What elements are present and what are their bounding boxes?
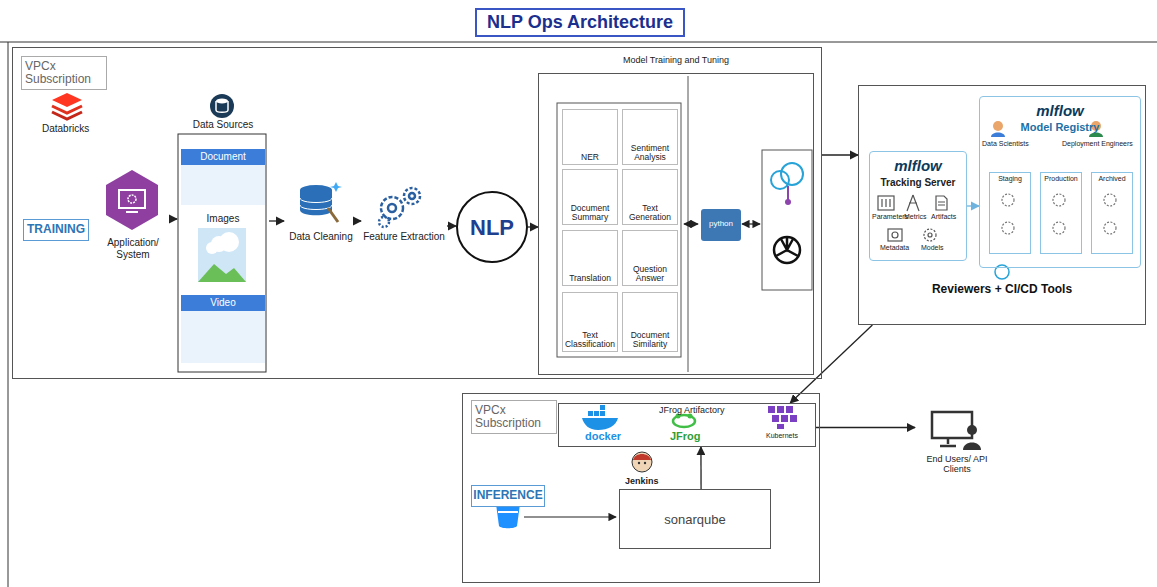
node-text: VPCx Subscription [21, 56, 107, 90]
node-text: Data Sources [177, 119, 269, 131]
process-box: Text Generation [622, 169, 678, 225]
process-box: End Users/ API Clients [915, 408, 999, 483]
node-text: Production [1041, 175, 1081, 183]
node-text: Images [181, 213, 265, 225]
icon-caption: Data Scientists [982, 140, 1029, 148]
process-box: mlflowModel RegistryStaging Production Arc… [979, 96, 1141, 268]
node-text: VPCx Subscription [471, 400, 557, 434]
icon-caption: Metrics [904, 213, 927, 221]
gears-icon [379, 188, 420, 227]
tag-box: TRAINING [23, 219, 89, 241]
node-text: Tracking Server [870, 177, 966, 189]
node-text: Model Registry [980, 121, 1140, 134]
node-text: Document [181, 149, 265, 165]
node-text: python [701, 219, 741, 228]
region-box: VPCx SubscriptionINFERENCE JFrog Artifact… [462, 393, 820, 583]
process-box: Feature Extraction [361, 181, 447, 261]
process-box: Jenkins sonarqube [619, 451, 771, 549]
databricks-logo [52, 93, 82, 119]
process-box: Application/ System [93, 169, 173, 269]
database-icon [210, 94, 234, 118]
jfrog-logo [673, 414, 695, 428]
node-text: Model Training and Tuning [538, 55, 814, 65]
node-text: Staging [990, 175, 1030, 183]
group-box: Model Training and TuningNER Sentiment An… [538, 49, 814, 375]
node-text: INFERENCE [472, 489, 544, 503]
node-text: TRAINING [24, 223, 88, 237]
connector-arrow [269, 220, 284, 221]
model-icons [1002, 194, 1116, 234]
hexagon-icon [106, 170, 158, 230]
node-text: Jenkins [625, 476, 659, 486]
icon-caption: Parameters [872, 213, 908, 221]
node-text: Data Cleaning [284, 231, 358, 243]
process-box: python [701, 209, 741, 241]
node-text: JFrog Artifactory [659, 405, 725, 415]
icon-caption: docker [585, 430, 621, 442]
image-icon [198, 228, 246, 282]
diagram-title: NLP Ops Architecture [475, 8, 685, 37]
node-text: Question Answer [623, 265, 677, 283]
jenkins-icon [632, 452, 652, 472]
node-text: Archived [1092, 175, 1132, 183]
node-text: sonarqube [619, 513, 771, 528]
connector-arrow [173, 218, 177, 219]
process-circle: NLP [456, 191, 528, 263]
connector-arrow [358, 220, 361, 221]
node-text: Sentiment Analysis [623, 144, 677, 162]
icon-caption: JFrog [670, 430, 701, 442]
node-text: Video [181, 295, 265, 311]
region-box: Reviewers + CI/CD Tools mlflowTracking Se… [858, 85, 1146, 325]
tag-box: INFERENCE [471, 485, 545, 507]
icon-caption: Models [921, 244, 944, 252]
connector-arrow [790, 325, 872, 403]
process-box: Data Cleaning [284, 181, 358, 261]
connector-arrow [447, 225, 456, 226]
node-text: Text Classification [563, 331, 617, 349]
end-user-icon [932, 412, 981, 450]
kubernetes-icon [768, 406, 797, 429]
icon-caption: Artifacts [931, 213, 956, 221]
node-text: Translation [563, 274, 617, 283]
connector-arrow [822, 154, 858, 155]
process-box: Translation [562, 230, 618, 286]
data-cleaning-icon [300, 182, 342, 222]
connector-arrow [528, 226, 538, 227]
node-text: NER [563, 153, 617, 162]
docker-logo [582, 405, 618, 430]
process-box: Document [181, 149, 265, 205]
icon-caption: Deployment Engineers [1062, 140, 1133, 148]
process-box: Archived [1091, 172, 1133, 254]
process-box: Question Answer [622, 230, 678, 286]
connector-arrow [816, 427, 915, 428]
process-box: Production [1040, 172, 1082, 254]
node-text: Text Generation [623, 204, 677, 222]
node-text: Feature Extraction [361, 231, 447, 243]
icon-caption: Kubernets [766, 432, 798, 440]
node-text: NLP [458, 215, 526, 240]
node-text: End Users/ API Clients [915, 454, 999, 475]
process-box: Document Summary [562, 169, 618, 225]
node-text: mlflow [980, 102, 1140, 119]
node-text: Reviewers + CI/CD Tools [859, 283, 1145, 297]
node-text: Document Summary [563, 204, 617, 222]
process-box: Video [181, 295, 265, 363]
cloud-openai [762, 150, 812, 290]
process-box: Sentiment Analysis [622, 109, 678, 165]
connector-arrow [967, 205, 979, 206]
process-box: Text Classification [562, 292, 618, 352]
process-box: Images [181, 213, 265, 287]
icon-caption: Databricks [42, 123, 89, 134]
connector-arrow [700, 447, 701, 489]
node-text: Application/ System [93, 237, 173, 260]
region-box: VPCx SubscriptionTRAINING Application/ Sy… [12, 47, 822, 379]
node-text: mlflow [870, 157, 966, 174]
process-box: Document Similarity [622, 292, 678, 352]
process-box: NER [562, 109, 618, 165]
icon-caption: Metadata [880, 244, 909, 252]
group-box: Data SourcesDocumentImagesVideo [177, 91, 269, 373]
node-text: Document Similarity [623, 331, 677, 349]
process-box: Staging [989, 172, 1031, 254]
